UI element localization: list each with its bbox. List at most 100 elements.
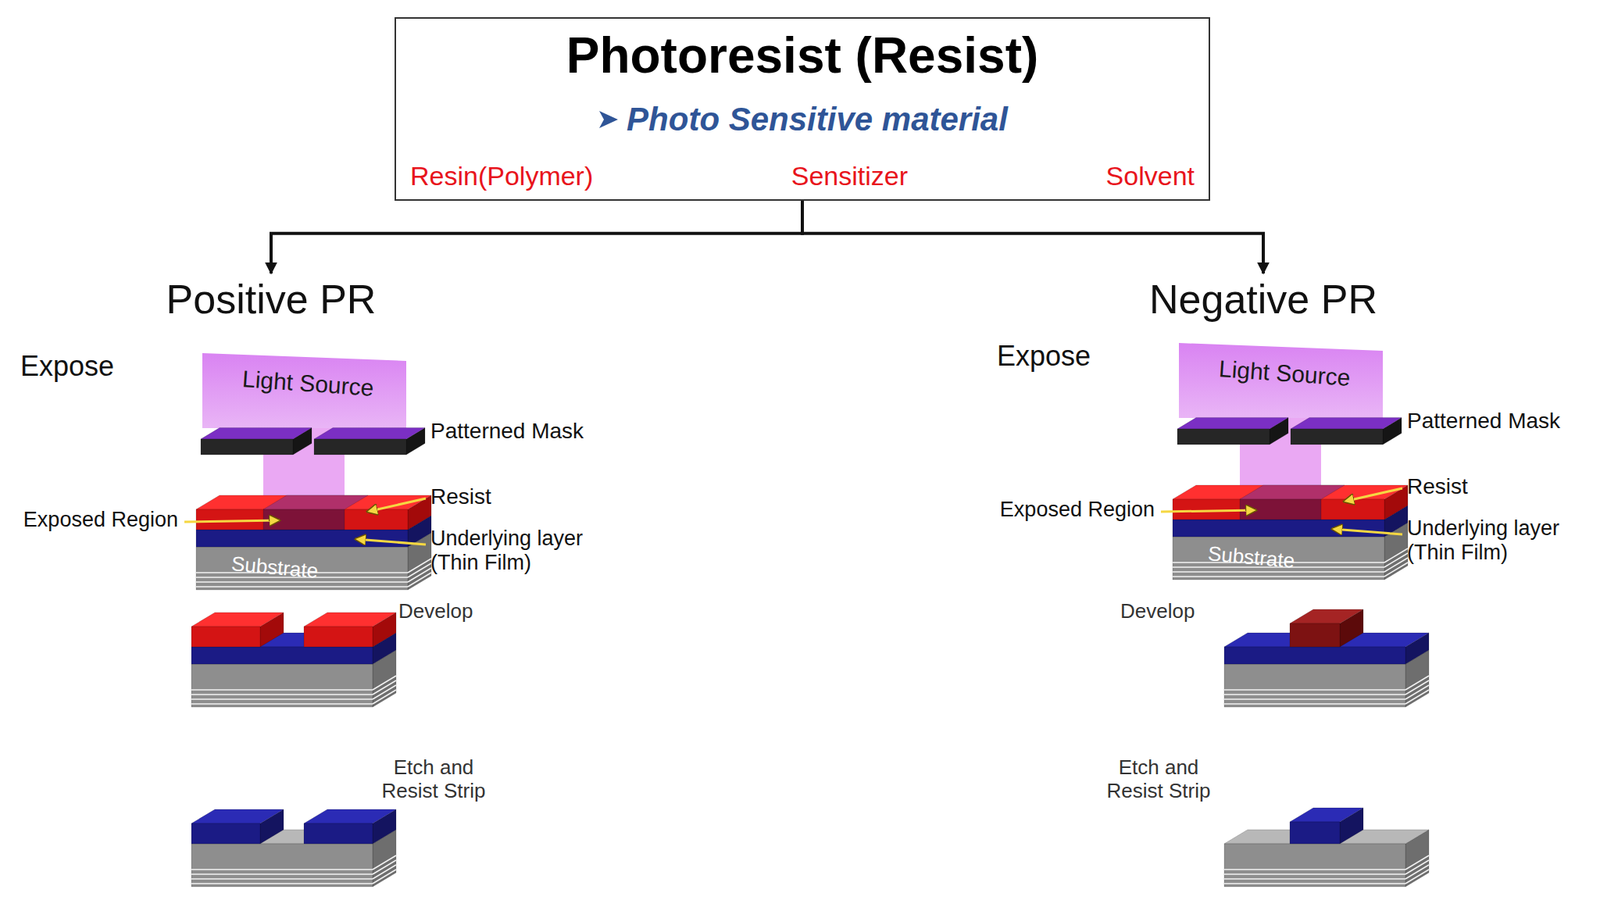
- component-name: Solvent: [1100, 160, 1201, 192]
- film-block-front: [191, 823, 261, 844]
- mask-block-front: [1177, 428, 1270, 445]
- substrate-stripe: [191, 873, 373, 875]
- subtitle: Photo Sensitive material: [626, 100, 1008, 138]
- substrate-layer-front: [191, 664, 373, 708]
- mask-block-front: [1290, 428, 1383, 445]
- film-block-top: [303, 809, 397, 824]
- exposed-region-top: [1239, 485, 1345, 500]
- substrate-stripe: [191, 698, 373, 700]
- exposed-region-label: Exposed Region: [23, 507, 179, 533]
- substrate-stripe: [191, 878, 373, 880]
- substrate-stripe: [191, 868, 373, 871]
- film-block-top: [191, 809, 284, 824]
- substrate-stripe: [1405, 855, 1429, 870]
- step-label: Develop: [1120, 600, 1195, 624]
- positive-etch-figure: [191, 809, 397, 887]
- substrate-stripe: [372, 675, 397, 690]
- mask-label: Patterned Mask: [430, 418, 584, 444]
- substrate-stripe: [1172, 575, 1385, 578]
- substrate-stripe: [1224, 698, 1406, 700]
- resist-block-front: [191, 626, 261, 647]
- mask-label: Patterned Mask: [1407, 408, 1561, 434]
- thin-film-front: [196, 529, 408, 547]
- positive-develop-figure: [191, 612, 397, 708]
- film-block-front: [303, 823, 373, 844]
- film-block-top: [1289, 807, 1364, 822]
- component-name: Resin(Polymer): [403, 160, 600, 192]
- substrate-stripe: [1405, 675, 1429, 690]
- resist-label: Resist: [1407, 474, 1468, 500]
- type-title: Negative PR: [1149, 276, 1378, 324]
- mask-block-top: [200, 428, 312, 440]
- type-heading: Negative PR: [1144, 275, 1383, 325]
- substrate-stripe: [191, 693, 373, 696]
- thin-film-label: Underlying layer (Thin Film): [1407, 516, 1587, 565]
- substrate-stripe: [1224, 868, 1406, 871]
- light-source: [202, 353, 407, 429]
- substrate-stripe: [1224, 689, 1406, 691]
- leader-arrow: [1332, 528, 1403, 535]
- substrate-stripe: [191, 703, 373, 705]
- leader-arrow: [367, 498, 426, 512]
- substrate-stripe: [372, 855, 397, 870]
- resist-layer-top: [196, 495, 432, 510]
- mask-block-front: [200, 439, 293, 455]
- leader-arrow: [1160, 510, 1257, 512]
- substrate-stripe: [1224, 878, 1406, 880]
- branch-arrow: [802, 200, 1264, 274]
- step-label: Expose: [20, 350, 115, 383]
- resist-label: Resist: [430, 484, 492, 510]
- step-label: Etch and Resist Strip: [1100, 756, 1218, 804]
- resist-layer-top: [1172, 485, 1408, 500]
- substrate-stripe: [1224, 703, 1406, 705]
- substrate-layer-front: [1172, 536, 1385, 580]
- substrate-stripe: [1384, 548, 1408, 563]
- mask-block-top: [314, 428, 425, 440]
- negative-expose-figure: [1160, 342, 1408, 580]
- thin-film-label: Underlying layer (Thin Film): [430, 526, 611, 575]
- resist-block-top: [1289, 609, 1364, 624]
- substrate-stripe: [1224, 693, 1406, 696]
- subtitle-line: Photo Sensitive material: [403, 100, 1201, 139]
- leader-arrow: [184, 520, 280, 522]
- substrate-stripe: [196, 585, 408, 588]
- negative-etch-figure: [1224, 807, 1429, 887]
- bullet-arrow: [596, 107, 621, 132]
- mask-block-top: [1290, 417, 1402, 429]
- resist-block-top: [303, 612, 397, 627]
- thin-film-front: [1172, 519, 1385, 537]
- thin-film-front: [191, 646, 373, 665]
- step-label: Etch and Resist Strip: [375, 756, 493, 804]
- substrate-stripe: [191, 882, 373, 885]
- step-label: Develop: [398, 600, 473, 624]
- thin-film-front: [1224, 646, 1406, 665]
- substrate-layer-front: [1224, 664, 1406, 708]
- film-block-front: [1289, 821, 1340, 844]
- leader-arrow: [355, 539, 426, 545]
- substrate-stripe: [191, 689, 373, 691]
- component-name: Sensitizer: [785, 160, 915, 192]
- category-box: Photoresist (Resist) Photo Sensitive mate…: [394, 17, 1211, 201]
- resist-block-front: [303, 626, 373, 647]
- exposed-region-top: [263, 495, 368, 510]
- exposed-region-label: Exposed Region: [1000, 497, 1155, 522]
- resist-layer-front: [1172, 499, 1385, 520]
- resist-layer-front: [196, 509, 408, 530]
- substrate-layer-front: [196, 546, 408, 590]
- type-heading: Positive PR: [161, 275, 382, 325]
- main-title: Photoresist (Resist): [403, 28, 1201, 83]
- substrate-layer-front: [191, 843, 373, 887]
- resist-block-front: [1289, 623, 1340, 647]
- substrate-stripe: [407, 558, 432, 573]
- substrate-layer-front: [1224, 843, 1406, 887]
- substrate-stripe: [1224, 873, 1406, 875]
- bullet-arrow-shape: [599, 110, 618, 129]
- branch-arrow: [271, 200, 803, 274]
- positive-expose-figure: [184, 353, 432, 590]
- substrate-stripe: [1224, 882, 1406, 885]
- resist-block-top: [191, 612, 284, 627]
- leader-arrow: [1343, 488, 1403, 502]
- light-source: [1178, 342, 1383, 418]
- negative-develop-figure: [1224, 609, 1429, 708]
